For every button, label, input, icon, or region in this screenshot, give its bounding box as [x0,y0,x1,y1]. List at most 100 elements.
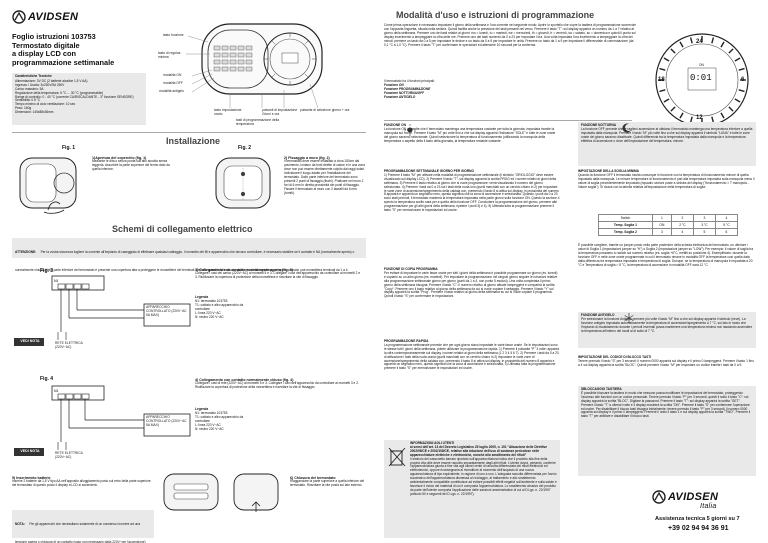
spec-line: Carico massimo: 5A [15,86,44,91]
wiring-step5-title: 5) Inserimento batterie [12,476,51,480]
brand-mark-icon [652,490,666,504]
table-header: 4 [714,214,739,222]
spec-line: Regolazione della temperatura: 5 °C ... … [15,90,104,95]
table-cell: 3 [651,228,672,236]
copy-text: Per evitare di impostare le varie fasce … [384,270,558,299]
clock-tick [670,48,676,54]
clock-tick [728,106,734,112]
footer-brand-name: AVIDSEN [668,491,719,503]
clock-tick [711,37,715,44]
table-cell: 3 °C [692,221,716,229]
specs-title: Caratteristiche Tecniche [15,74,52,78]
clock-time-readout: 0:01 [690,73,712,83]
wiring-step4-text: Collegare i cavi di rete (220V~AC) ai mo… [195,381,359,390]
install-step1-text: Mediante le dita o senza punta sull'alto… [92,159,170,172]
battery-drawing [163,473,219,511]
install-step2: 2) Fissaggio a muro (fig. 2) Il termosta… [284,156,366,195]
copy-title: FUNZIONE DI COPIA PROGRAMMA [384,267,438,271]
clock-tick [689,37,693,44]
wiring-step5-text: Inserire 2 batterie da 1,5 V tipo AA nel… [12,479,151,488]
wiring-warning: ATTENZIONE: Per la vostra sicurezza togl… [12,238,366,272]
copy-prog: FUNZIONE DI COPIA PROGRAMMA Per evitare … [384,267,560,299]
wiring-step6: 6) Chiusura del termostato Riagganciare … [290,476,366,488]
device-label-min: tasto di regolaz. minima [158,51,182,59]
clock-tick [720,112,725,119]
assist-title: Assistenza tecnica 5 giorni su 7 [655,516,740,522]
crossed-bin-icon [388,447,406,467]
on-text: La funzione ON permette che il termostat… [384,126,556,143]
legend-line: T1: cablato e altro apparecchio da contr… [195,302,244,311]
clock-tick [728,48,734,54]
divider [384,120,632,121]
unlock-title: SBLOCCAGGIO TASTIERA [581,387,622,391]
nota-label: NOTA: [15,522,25,526]
spec-line: Alimentazione: 3V DC (2 batterie alcalin… [15,78,88,83]
prog-title: PROGRAMMAZIONE SETTIMANALE GIORNO PER GI… [384,169,474,173]
fig4-wiring-diagram: N1 [14,385,191,456]
frost-text: Per selezionare la funzione Antigelo pre… [581,316,753,333]
table-cell: 6 [714,228,739,236]
fig3-wiring-diagram: N1 [14,275,191,346]
legend-title: Legenda [195,407,209,411]
function-item: Funzione ON [384,82,404,87]
function-item: Funzione PROGRAMMAZIONE [384,86,431,91]
clock-tick [734,57,741,62]
legend-line: T1: cablato e altro apparecchio da contr… [195,414,244,423]
footer-logo: AVIDSEN [652,490,718,504]
clock-tick [738,67,745,71]
spec-line: Tempo minimo di ciclo ventilazione: 10 s… [15,102,76,107]
table-header: 1 [651,214,672,222]
function-item: Funzione ANTIGELO [384,94,416,99]
modes-intro: Come prima operazione è necessario impos… [384,23,637,47]
table-header: Switch [598,214,653,222]
clock-tick [670,106,676,112]
nota-text: Per gli apparecchi che necessitano solam… [15,522,146,543]
product-line2: Termostato digitale [12,40,80,50]
wiring-step3-text: Collegare i cavi del carico (220V~AC) ai… [195,271,361,280]
legend-line: N: neutro 220 V~AC [195,314,224,319]
spec-line: Ingresso / Uscita: 3x230V/5A 250V [15,82,65,87]
thermostat-device-drawing [186,23,323,109]
night-title: FUNZIONE NOTTURNA [581,123,617,127]
warning-text: Per la vostra sicurezza togliere la corr… [15,250,355,272]
fig4-vedi-nota: VEDI NOTA [20,449,40,453]
fig4-legend: Legenda N1: termostato 103753 T1: cablat… [195,407,255,431]
function-item: Funzione NOTTURNA/OFF [384,90,425,95]
device-label-off: modalità OFF [163,81,183,85]
info-text: Il simbolo del cassonetto barrato riport… [410,456,557,496]
on-function: FUNZIONE ON La funzione ON permette che … [384,123,560,144]
fig1-drawing [19,157,77,214]
wiring-step4-title: 4) Collegamento con contatto normalmente… [195,378,294,382]
wiring-step6-title: 6) Chiusura del termostato [290,476,336,480]
fig2-drawing [215,157,271,209]
product-line3: a display LCD con [12,49,77,59]
install-step2-title: 2) Fissaggio a muro (fig. 2) [284,156,330,160]
legend-line: L: linea 220 V~AC [195,310,221,315]
legend-line: N: neutro 220 V~AC [195,426,224,431]
table-cell: ON [651,221,672,229]
clock-tick [720,41,725,48]
legend-line: N1: termostato 103753 [195,298,228,303]
clock-tick [659,67,666,71]
svg-text:N1: N1 [54,389,59,393]
clock-tick [663,57,670,62]
wiring-step3-title: 3) Collegamento con contatto normalmente… [195,268,293,272]
clock-tick [738,89,745,93]
sun-icon [404,124,416,136]
fig3-rete-label: RETE ELETTRICA (220V~AC) [55,341,83,349]
night-function: FUNZIONE NOTTURNA La funzione OFF preved… [578,122,756,166]
snowflake-icon [624,313,634,323]
clock-ring-label: ON [699,63,704,67]
spec-line: Peso: 160g [15,106,32,111]
legend-title: Legenda [195,295,209,299]
clock-tick [679,112,684,119]
install-step1-title: 1)Apertura del coperchio (fig. 1) [92,156,147,160]
threshold-table: Switch 1 2 3 4 Temp. Soglia 1 ON 2 °C 3 … [598,214,739,236]
wiring-step4: 4) Collegamento con contatto normalmente… [195,378,363,390]
fig3-vedi-nota: VEDI NOTA [20,339,40,343]
rapid-prog: PROGRAMMAZIONE RAPIDA La programmazione … [384,339,560,371]
legend-line: L: linea 220 V~AC [195,422,221,427]
clock-tick [679,41,684,48]
legend-line: N1: termostato 103753 [195,410,228,415]
lock-title: IMPOSTAZIONE DEL CODICE DI BLOCCO TASTI [578,355,652,359]
